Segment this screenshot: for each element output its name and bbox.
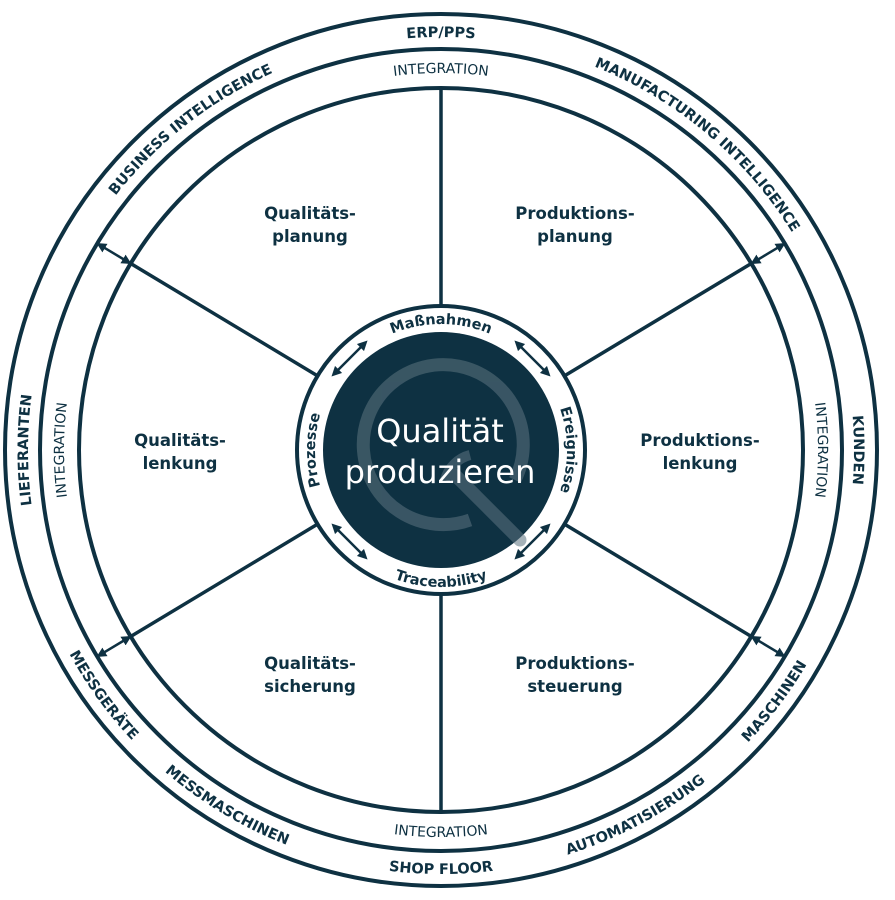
integration-arrows (96, 242, 786, 658)
segment-qualitaetslenkung: Qualitäts-lenkung (134, 431, 226, 473)
outer-label-bottom-left: MESSMASCHINEN (162, 762, 291, 848)
integration-label-right: INTEGRATION (811, 401, 830, 498)
outer-label-top-left: BUSINESS INTELLIGENCE (106, 62, 275, 198)
spoke-line (563, 262, 753, 378)
integration-ring-outer-edge (38, 47, 844, 853)
double-arrow-icon (96, 242, 132, 265)
double-arrow-icon (331, 523, 368, 560)
hub-label-left: Prozesse (303, 411, 324, 489)
outer-label-bottom: SHOP FLOOR (388, 859, 494, 878)
q-magnifier-logo-icon (356, 358, 530, 547)
double-arrow-icon (96, 635, 132, 658)
integration-label-left: INTEGRATION (52, 401, 71, 498)
spoke-line (129, 262, 319, 378)
hub-label-bottom: Traceability (393, 567, 489, 591)
double-arrow-icon (331, 340, 368, 377)
spokes (129, 88, 753, 812)
segment-produktionsplanung: Produktions-planung (515, 204, 634, 246)
outer-label-left: LIEFERANTEN (16, 393, 36, 506)
hub-arrows (331, 340, 551, 560)
segment-produktionssteuerung: Produktions-steuerung (515, 654, 634, 696)
outer-label-top: ERP/PPS (406, 25, 476, 42)
integration-label-bottom: INTEGRATION (393, 822, 488, 841)
double-arrow-icon (514, 523, 551, 560)
center-title-line2: produzieren (345, 453, 536, 491)
hub-label-right: Ereignisse (556, 405, 579, 495)
center-title-line1: Qualität (376, 412, 504, 450)
spoke-line (129, 522, 319, 638)
double-arrow-icon (750, 635, 786, 658)
spoke-line (563, 522, 753, 638)
segment-produktionslenkung: Produktions-lenkung (640, 431, 759, 473)
outer-ring (3, 12, 879, 888)
outer-label-right: KUNDEN (849, 415, 866, 486)
segment-qualitaetsplanung: Qualitäts-planung (264, 204, 356, 246)
outer-label-bottom-right: AUTOMATISIERUNG (564, 772, 708, 859)
integration-label-top: INTEGRATION (392, 61, 489, 80)
double-arrow-icon (514, 340, 551, 377)
double-arrow-icon (750, 242, 786, 265)
segment-qualitaetssicherung: Qualitäts-sicherung (264, 654, 356, 696)
